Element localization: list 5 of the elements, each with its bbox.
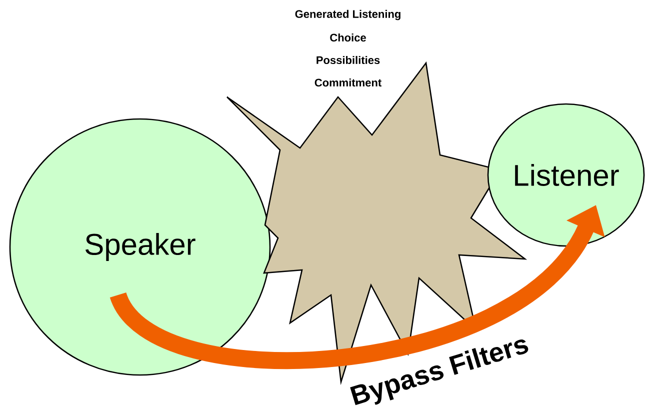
heading-text: Choice xyxy=(330,33,366,42)
edge-label: Bypass Filters xyxy=(350,340,528,406)
heading-text: Commitment xyxy=(314,78,382,87)
heading-text: Generated Listening xyxy=(295,10,400,20)
heading-text: Possibilities xyxy=(316,56,380,64)
